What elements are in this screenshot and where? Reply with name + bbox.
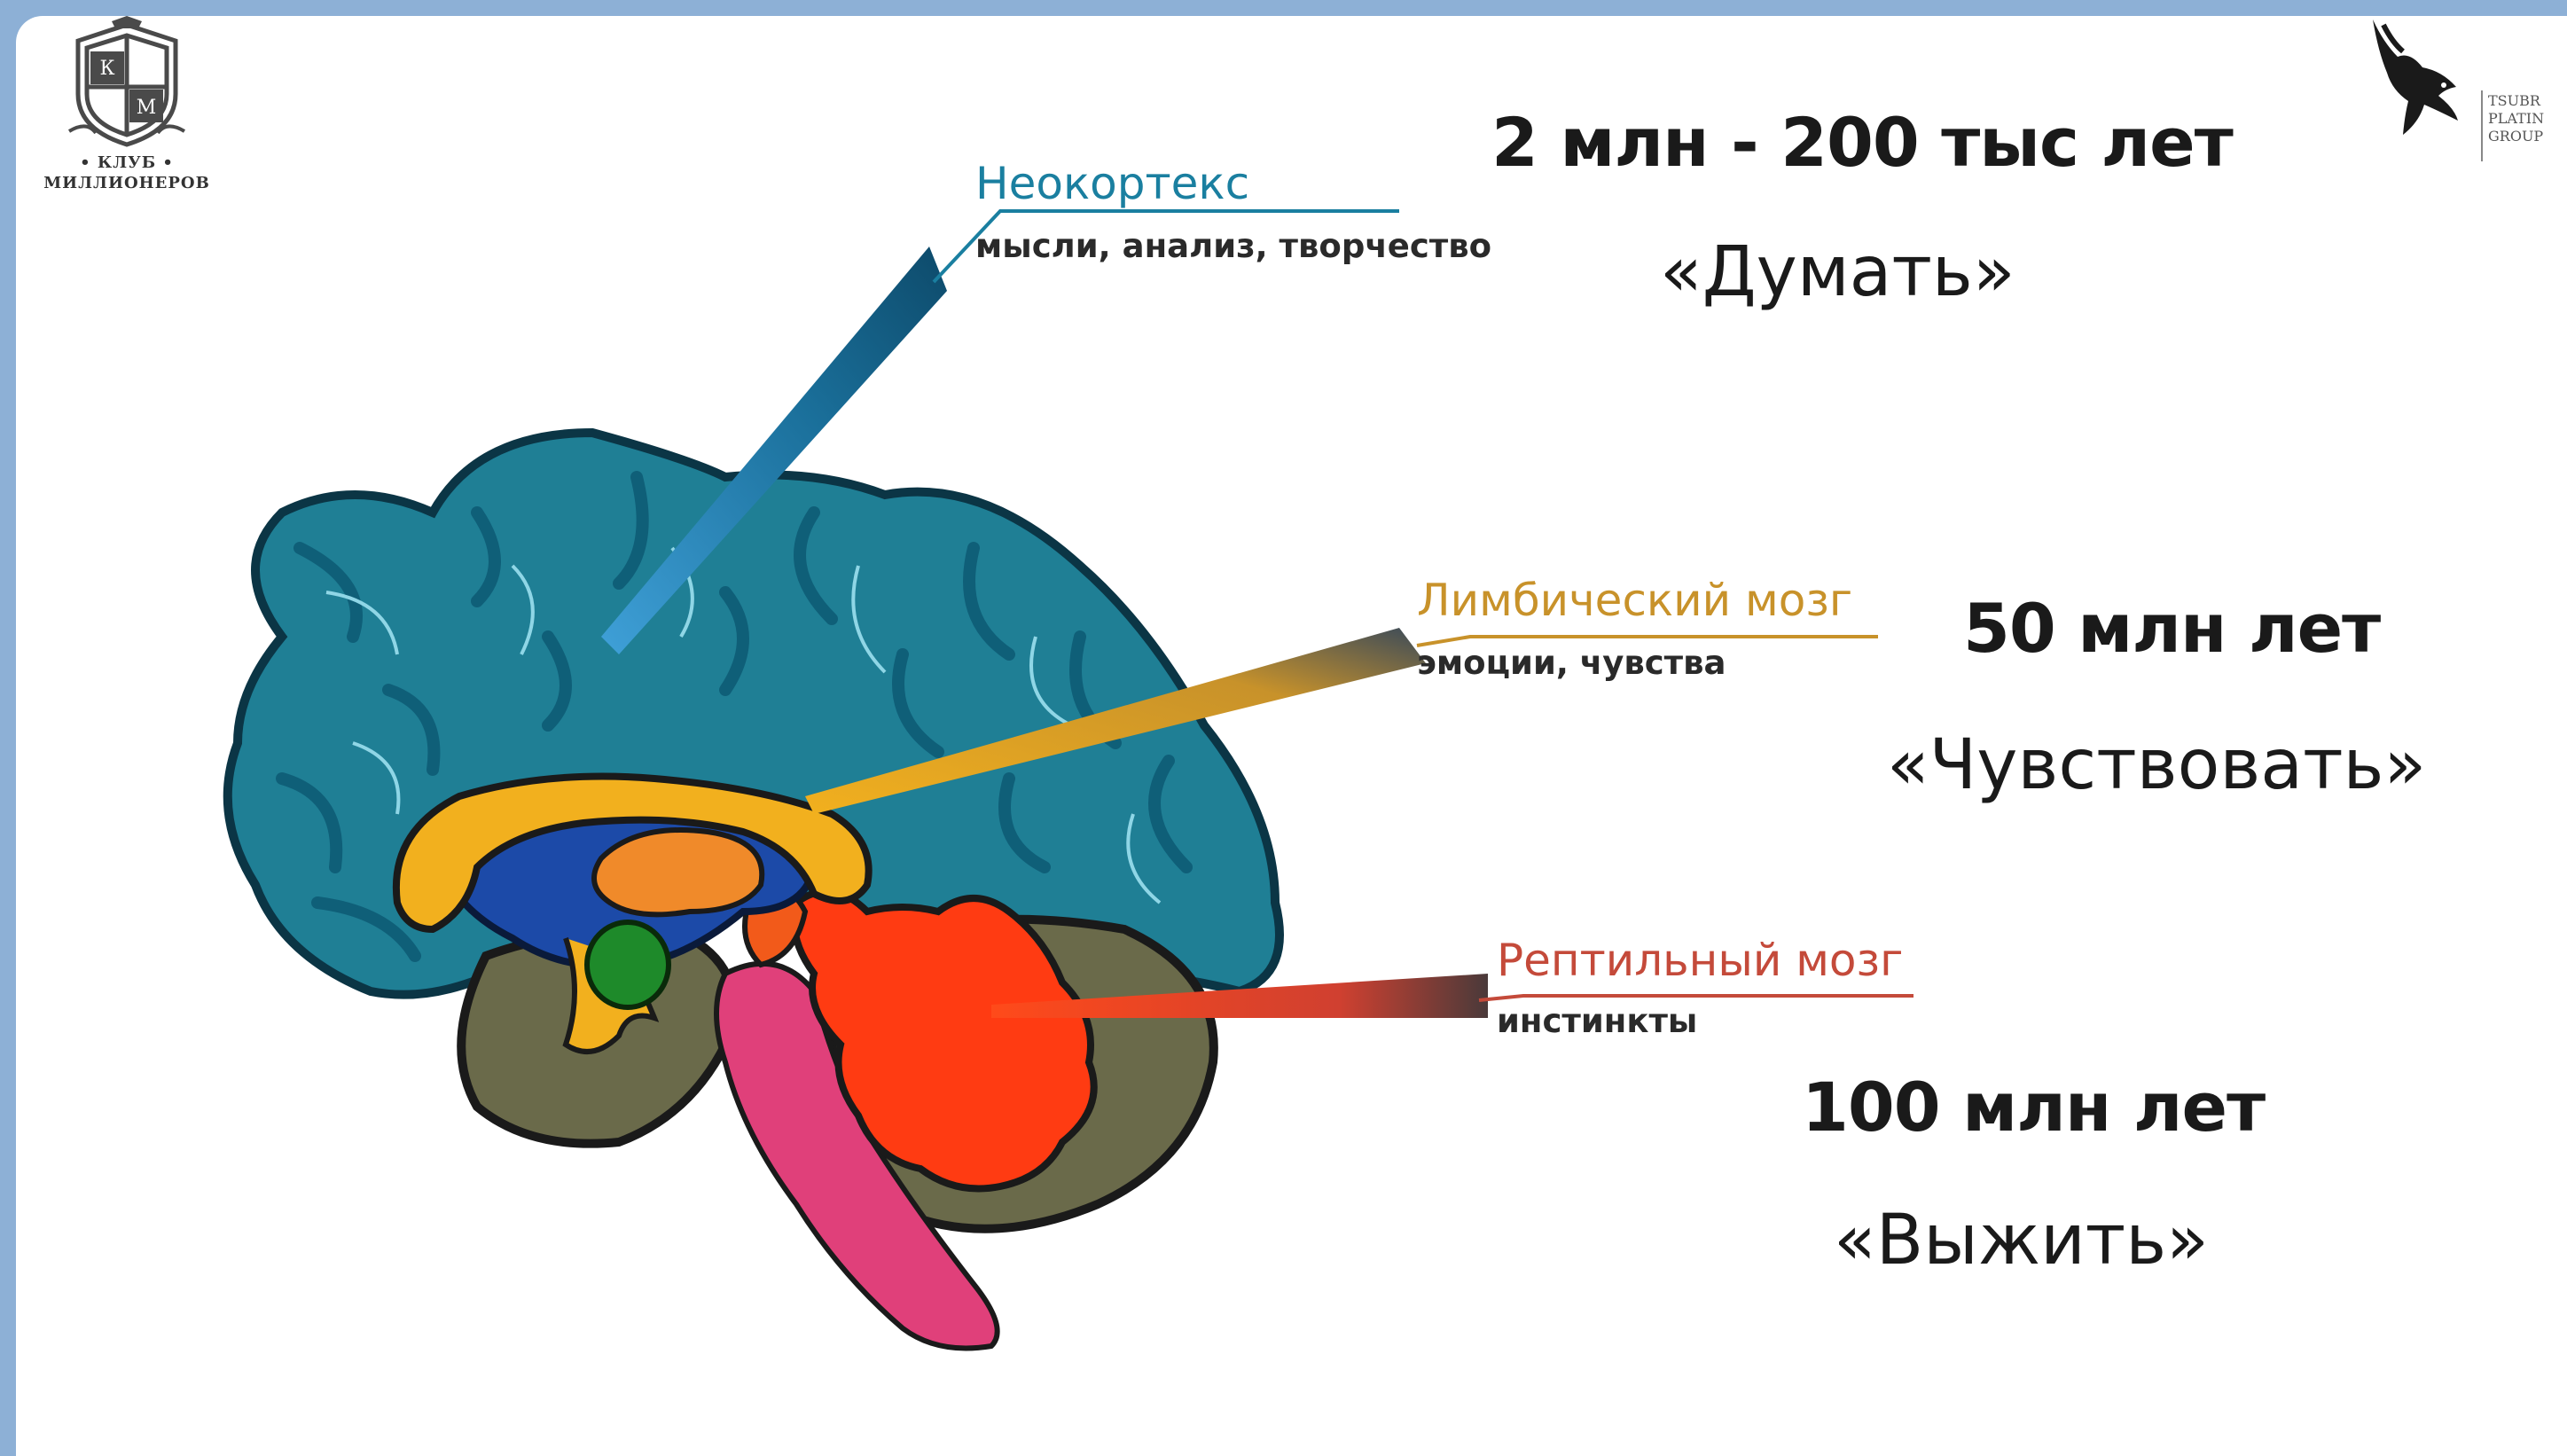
neocortex-title: Неокортекс: [975, 158, 1249, 209]
reptilian-verb: «Выжить»: [1834, 1201, 2209, 1280]
limbic-subtitle: эмоции, чувства: [1417, 644, 1726, 682]
reptilian-subtitle: инстинкты: [1497, 1002, 1697, 1040]
amygdala-region: [587, 922, 669, 1007]
limbic-age: 50 млн лет: [1963, 589, 2380, 668]
limbic-verb: «Чувствовать»: [1887, 725, 2426, 805]
reptilian-title: Рептильный мозг: [1497, 935, 1903, 986]
reptilian-leader: [1479, 996, 1914, 1000]
neocortex-subtitle: мысли, анализ, творчество: [975, 227, 1491, 265]
thalamus-region: [594, 830, 762, 914]
reptilian-age: 100 млн лет: [1802, 1068, 2265, 1147]
neocortex-age: 2 млн - 200 тыс лет: [1491, 103, 2233, 182]
limbic-title: Лимбический мозг: [1417, 575, 1852, 626]
neocortex-verb: «Думать»: [1660, 232, 2015, 312]
slide: К М • КЛУБ • МИЛЛИОНЕРОВ TSUBR PLATIN GR…: [16, 16, 2567, 1456]
